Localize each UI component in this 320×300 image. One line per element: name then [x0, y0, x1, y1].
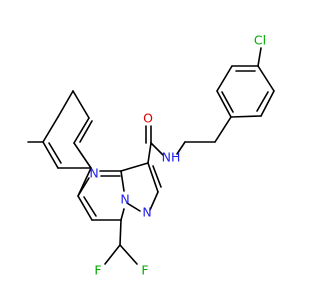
bond [149, 191, 159, 211]
bond [147, 162, 159, 193]
c5-aryl-bond [77, 167, 92, 197]
ethyl-bond [214, 116, 232, 143]
bond [230, 115, 262, 118]
atom-n-bridgehead: N [120, 192, 129, 207]
atom-n-pyrazole: N [142, 205, 151, 220]
bond [79, 120, 93, 143]
bond [83, 196, 97, 217]
atom-o: O [143, 111, 153, 126]
c7-chf2-bond [119, 219, 122, 246]
bond [120, 162, 149, 172]
atom-f-right: F [141, 263, 148, 278]
bond [48, 142, 62, 164]
atom-f-left: F [94, 263, 101, 278]
atom-nh: NH [162, 150, 181, 165]
tolyl-ring [42, 90, 93, 169]
atom-cl: Cl [254, 33, 266, 48]
n-carbonyl-bond [150, 142, 164, 156]
bond [120, 208, 125, 221]
c-cl-bond [257, 47, 262, 67]
pyrimidine-ring [77, 170, 125, 221]
bond [42, 141, 59, 169]
bond [77, 195, 93, 221]
bond [260, 90, 275, 117]
carbonyl-c3-bond [147, 142, 152, 164]
structure-canvas: Cl NH O N N N F F [27, 33, 275, 278]
bond [216, 90, 232, 118]
bond [120, 170, 125, 192]
chlorophenyl-ring [216, 65, 275, 118]
bond [216, 65, 233, 92]
bond [221, 91, 234, 113]
bond [73, 117, 90, 144]
bond [72, 90, 90, 119]
bond [57, 90, 74, 118]
bond [126, 202, 141, 212]
ch2-n-bond [176, 141, 186, 155]
bond [257, 65, 275, 92]
pyrazole-ring [120, 162, 162, 212]
bond [73, 142, 92, 169]
molecule-structure: Cl NH O N N N F F [27, 33, 275, 278]
c-f-bond [104, 244, 121, 265]
c-f-bond [119, 244, 138, 265]
bond [42, 116, 59, 143]
bond [256, 91, 269, 112]
bond [152, 165, 162, 188]
atom-n-pyrimidine: N [89, 166, 98, 181]
